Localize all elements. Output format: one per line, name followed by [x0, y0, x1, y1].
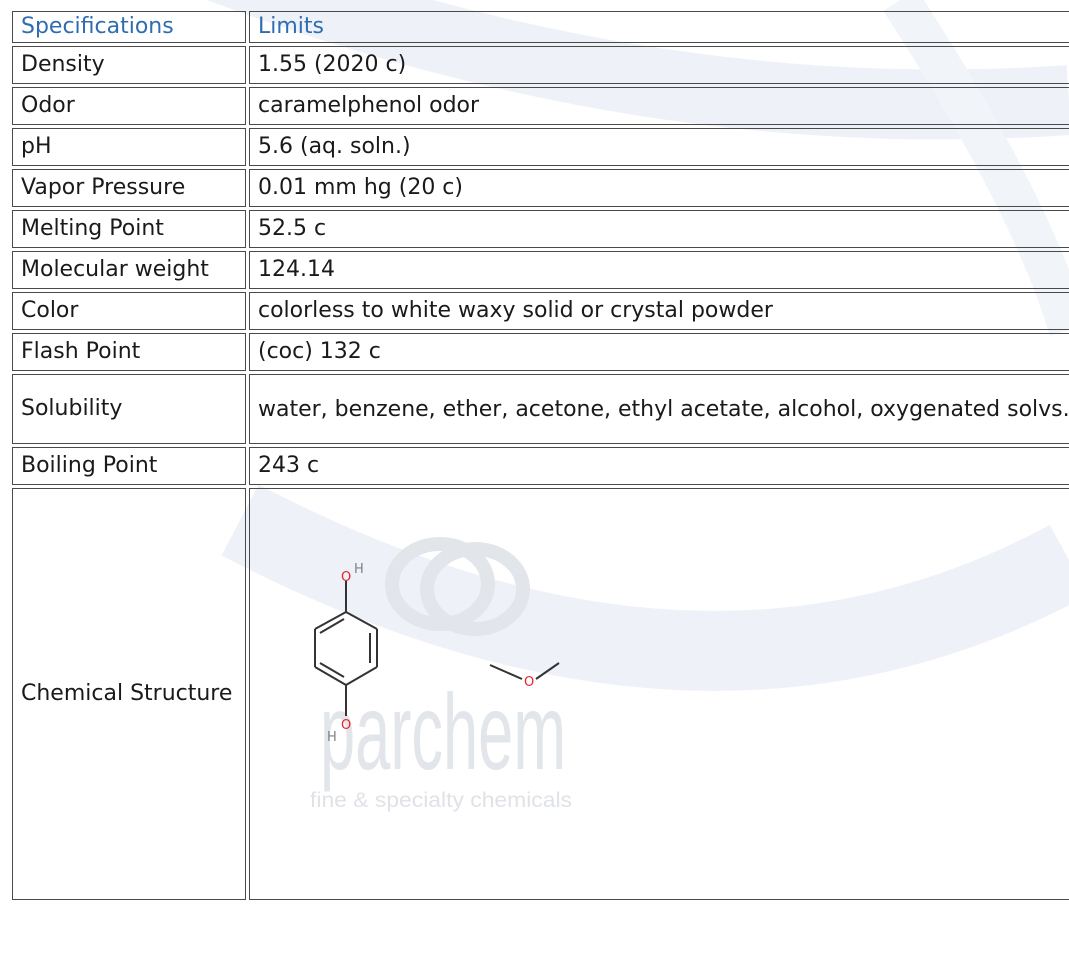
spec-name: Density: [12, 46, 246, 84]
spec-name: Boiling Point: [12, 447, 246, 485]
table-row: Odor caramelphenol odor: [12, 87, 1069, 125]
header-limits: Limits: [249, 11, 1069, 43]
table-row: Solubility water, benzene, ether, aceton…: [12, 374, 1069, 444]
structure-cell: parchem fine & specialty chemicals: [249, 488, 1069, 900]
spec-name: Melting Point: [12, 210, 246, 248]
table-row-structure: Chemical Structure parchem fine & specia…: [12, 488, 1069, 900]
spec-limit: 243 c: [249, 447, 1069, 485]
table-row: Molecular weight 124.14: [12, 251, 1069, 289]
parchem-watermark: parchem fine & specialty chemicals: [310, 537, 572, 812]
watermark-tagline: fine & specialty chemicals: [310, 789, 572, 812]
spec-limit: 1.55 (2020 c): [249, 46, 1069, 84]
oxygen-label: O: [341, 718, 351, 733]
watermark-brand: parchem: [320, 671, 566, 792]
table-row: Flash Point (coc) 132 c: [12, 333, 1069, 371]
spec-name: Odor: [12, 87, 246, 125]
specifications-table: Specifications Limits Density 1.55 (2020…: [9, 8, 1069, 903]
spec-name: pH: [12, 128, 246, 166]
oxygen-label: O: [341, 570, 351, 585]
table-header-row: Specifications Limits: [12, 11, 1069, 43]
spec-name: Color: [12, 292, 246, 330]
hydrogen-label: H: [354, 562, 364, 577]
chemical-structure-image: parchem fine & specialty chemicals: [310, 537, 572, 812]
spec-limit: 5.6 (aq. soln.): [249, 128, 1069, 166]
table-row: Vapor Pressure 0.01 mm hg (20 c): [12, 169, 1069, 207]
table-row: Density 1.55 (2020 c): [12, 46, 1069, 84]
spec-name: Vapor Pressure: [12, 169, 246, 207]
spec-limit: caramelphenol odor: [249, 87, 1069, 125]
spec-limit: (coc) 132 c: [249, 333, 1069, 371]
spec-name-structure: Chemical Structure: [12, 488, 246, 900]
table-row: Melting Point 52.5 c: [12, 210, 1069, 248]
spec-name: Molecular weight: [12, 251, 246, 289]
atom-labels: O H O H O: [327, 562, 534, 745]
header-specifications: Specifications: [12, 11, 246, 43]
spec-limit: 52.5 c: [249, 210, 1069, 248]
spec-name: Flash Point: [12, 333, 246, 371]
oxygen-label: O: [524, 675, 534, 690]
spec-limit: 124.14: [249, 251, 1069, 289]
hydrogen-label: H: [327, 730, 337, 745]
spec-name: Solubility: [12, 374, 246, 444]
parchem-rings-logo: [385, 537, 530, 636]
spec-limit: water, benzene, ether, acetone, ethyl ac…: [249, 374, 1069, 444]
spec-limit: colorless to white waxy solid or crystal…: [249, 292, 1069, 330]
table-row: pH 5.6 (aq. soln.): [12, 128, 1069, 166]
spec-limit: 0.01 mm hg (20 c): [249, 169, 1069, 207]
table-row: Boiling Point 243 c: [12, 447, 1069, 485]
hydroquinone-molecule: [314, 581, 560, 716]
table-row: Color colorless to white waxy solid or c…: [12, 292, 1069, 330]
